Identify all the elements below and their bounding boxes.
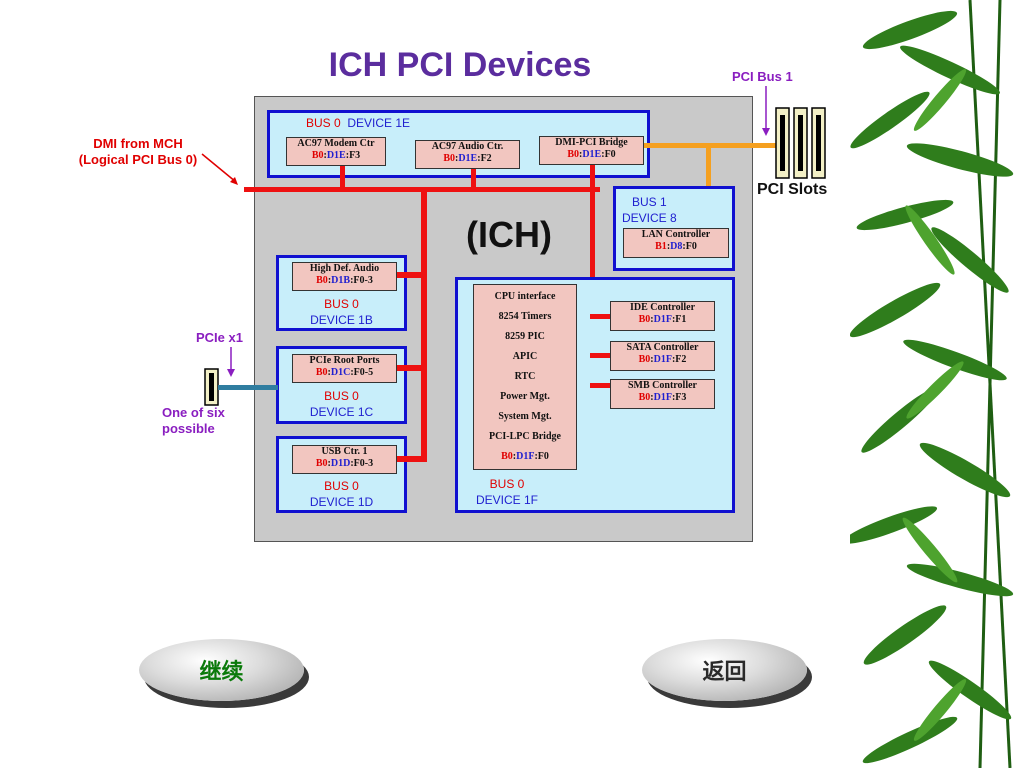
- device-name: AC97 Modem Ctr: [297, 138, 375, 149]
- lan-controller-device: LAN Controller B1:D8:F0: [623, 228, 729, 258]
- lpc-function-item: RTC: [514, 371, 536, 382]
- device-name: IDE Controller: [629, 302, 696, 313]
- dmi-note: DMI from MCH (Logical PCI Bus 0): [78, 136, 198, 167]
- ide-controller-device: IDE Controller B0:D1F:F1: [610, 301, 715, 331]
- hd-audio-device: High Def. Audio B0:D1B:F0-3: [292, 262, 397, 291]
- left-vertical-bus: [421, 190, 427, 462]
- hd-audio-stub: [397, 272, 423, 278]
- device-name: DMI-PCI Bridge: [555, 137, 628, 148]
- device-name: SATA Controller: [626, 342, 699, 353]
- ac97-audio-device: AC97 Audio Ctr. B0:D1E:F2: [415, 140, 520, 169]
- device-number: DEVICE 1F: [475, 493, 538, 507]
- smb-controller-device: SMB Controller B0:D1F:F3: [610, 379, 715, 409]
- lpc-function-item: System Mgt.: [498, 411, 552, 422]
- bus0-device1e-label: BUS 0 DEVICE 1E: [306, 116, 410, 130]
- ich-label: (ICH): [466, 214, 552, 255]
- usb-stub: [397, 456, 427, 462]
- device-name: SMB Controller: [628, 380, 697, 391]
- pcie-arrow-icon: [227, 347, 235, 377]
- bus-number: BUS 0: [324, 479, 359, 493]
- device-number: DEVICE 8: [622, 211, 677, 225]
- dmi-bus-line: [244, 187, 600, 192]
- lpc-function-item: APIC: [512, 351, 538, 362]
- pcie-link-line: [218, 385, 278, 390]
- device-number: DEVICE 1C: [309, 405, 374, 419]
- usb-controller-device: USB Ctr. 1 B0:D1D:F0-3: [292, 445, 397, 474]
- device-name: LAN Controller: [641, 229, 711, 240]
- audio-bus-stub: [471, 169, 476, 188]
- device-number: DEVICE 1B: [310, 313, 373, 327]
- dmi-pci-bridge-device: DMI-PCI Bridge B0:D1E:F0: [539, 136, 644, 165]
- pci-slots-icon: [775, 107, 826, 179]
- device-name: AC97 Audio Ctr.: [431, 141, 504, 152]
- lpc-function-item: CPU interface: [494, 291, 556, 302]
- device-name: USB Ctr. 1: [321, 446, 368, 457]
- ide-stub: [590, 314, 612, 319]
- lpc-function-item: PCI-LPC Bridge: [489, 431, 561, 442]
- lpc-function-item: 8259 PIC: [505, 331, 545, 342]
- pci-bus1-arrow-icon: [762, 86, 770, 136]
- pcie-stub: [397, 365, 423, 371]
- page-title: ICH PCI Devices: [328, 46, 592, 84]
- modem-bus-stub: [340, 166, 345, 188]
- lpc-address: B0:D1F:F0: [501, 451, 549, 462]
- continue-button[interactable]: 继续: [139, 639, 304, 701]
- sata-stub: [590, 353, 612, 358]
- bamboo-decoration-icon: [850, 0, 1014, 768]
- lpc-function-item: Power Mgt.: [500, 391, 550, 402]
- back-button-label: 返回: [702, 659, 747, 685]
- pci-bus1-note: PCI Bus 1: [732, 69, 793, 84]
- device-name: PCIe Root Ports: [309, 355, 380, 366]
- bus-number: BUS 0: [324, 389, 359, 403]
- device-name: High Def. Audio: [309, 263, 380, 274]
- pci-slots-label: PCI Slots: [757, 181, 828, 198]
- dmi-arrow-icon: [201, 153, 238, 185]
- lpc-functions-device: CPU interface 8254 Timers 8259 PIC APIC …: [473, 284, 577, 470]
- device-number: DEVICE 1E: [347, 116, 411, 130]
- ac97-modem-device: AC97 Modem Ctr B0:D1E:F3: [286, 137, 386, 166]
- right-vertical-bus: [590, 165, 595, 388]
- pcie-root-ports-device: PCIe Root Ports B0:D1C:F0-5: [292, 354, 397, 383]
- pcie-note: PCIe x1: [196, 330, 243, 345]
- bus-number: BUS 1: [632, 195, 667, 209]
- device-number: DEVICE 1D: [309, 495, 374, 509]
- lpc-function-item: 8254 Timers: [498, 311, 552, 322]
- continue-button-label: 继续: [199, 659, 244, 685]
- one-of-six-note: One of six possible: [162, 405, 225, 436]
- bus-number: BUS 0: [306, 116, 341, 130]
- back-button[interactable]: 返回: [642, 639, 807, 701]
- bus-number: BUS 0: [324, 297, 359, 311]
- smb-stub: [590, 383, 612, 388]
- sata-controller-device: SATA Controller B0:D1F:F2: [610, 341, 715, 371]
- bus-number: BUS 0: [489, 477, 525, 491]
